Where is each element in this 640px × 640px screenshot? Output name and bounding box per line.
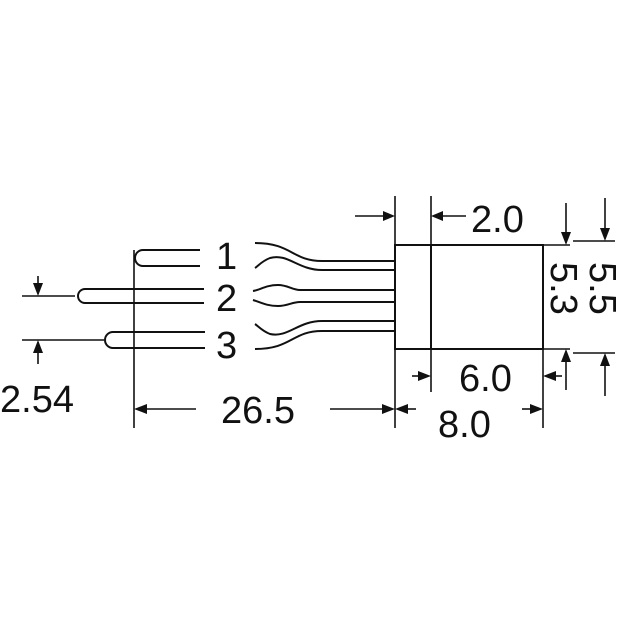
dim-lead-length-label: 26.5: [221, 390, 295, 432]
dim-lead-pitch-label: 2.54: [0, 379, 74, 421]
dim-body-height-inner-label: 5.3: [542, 262, 584, 315]
dim-body-width-outer: [395, 404, 543, 414]
lead-2: [77, 283, 395, 308]
pin-label-3: 3: [216, 325, 237, 367]
package-body: [394, 244, 544, 350]
lead-1: [134, 242, 395, 271]
dim-body-depth: [355, 196, 466, 245]
dim-lead-pitch: [22, 276, 104, 364]
dim-body-width-inner-label: 6.0: [459, 358, 512, 400]
dim-body-width-outer-label: 8.0: [438, 404, 491, 446]
dim-body-height-inner: [543, 203, 571, 390]
lead-3: [104, 320, 395, 350]
pin-label-2: 2: [216, 278, 237, 320]
dim-body-depth-label: 2.0: [471, 199, 524, 241]
dim-body-width-inner: [412, 349, 562, 428]
pin-label-1: 1: [216, 236, 237, 278]
dim-body-height-outer-label: 5.5: [581, 262, 623, 315]
dim-lead-length: [133, 250, 396, 428]
dim-body-height-outer: [573, 198, 615, 396]
